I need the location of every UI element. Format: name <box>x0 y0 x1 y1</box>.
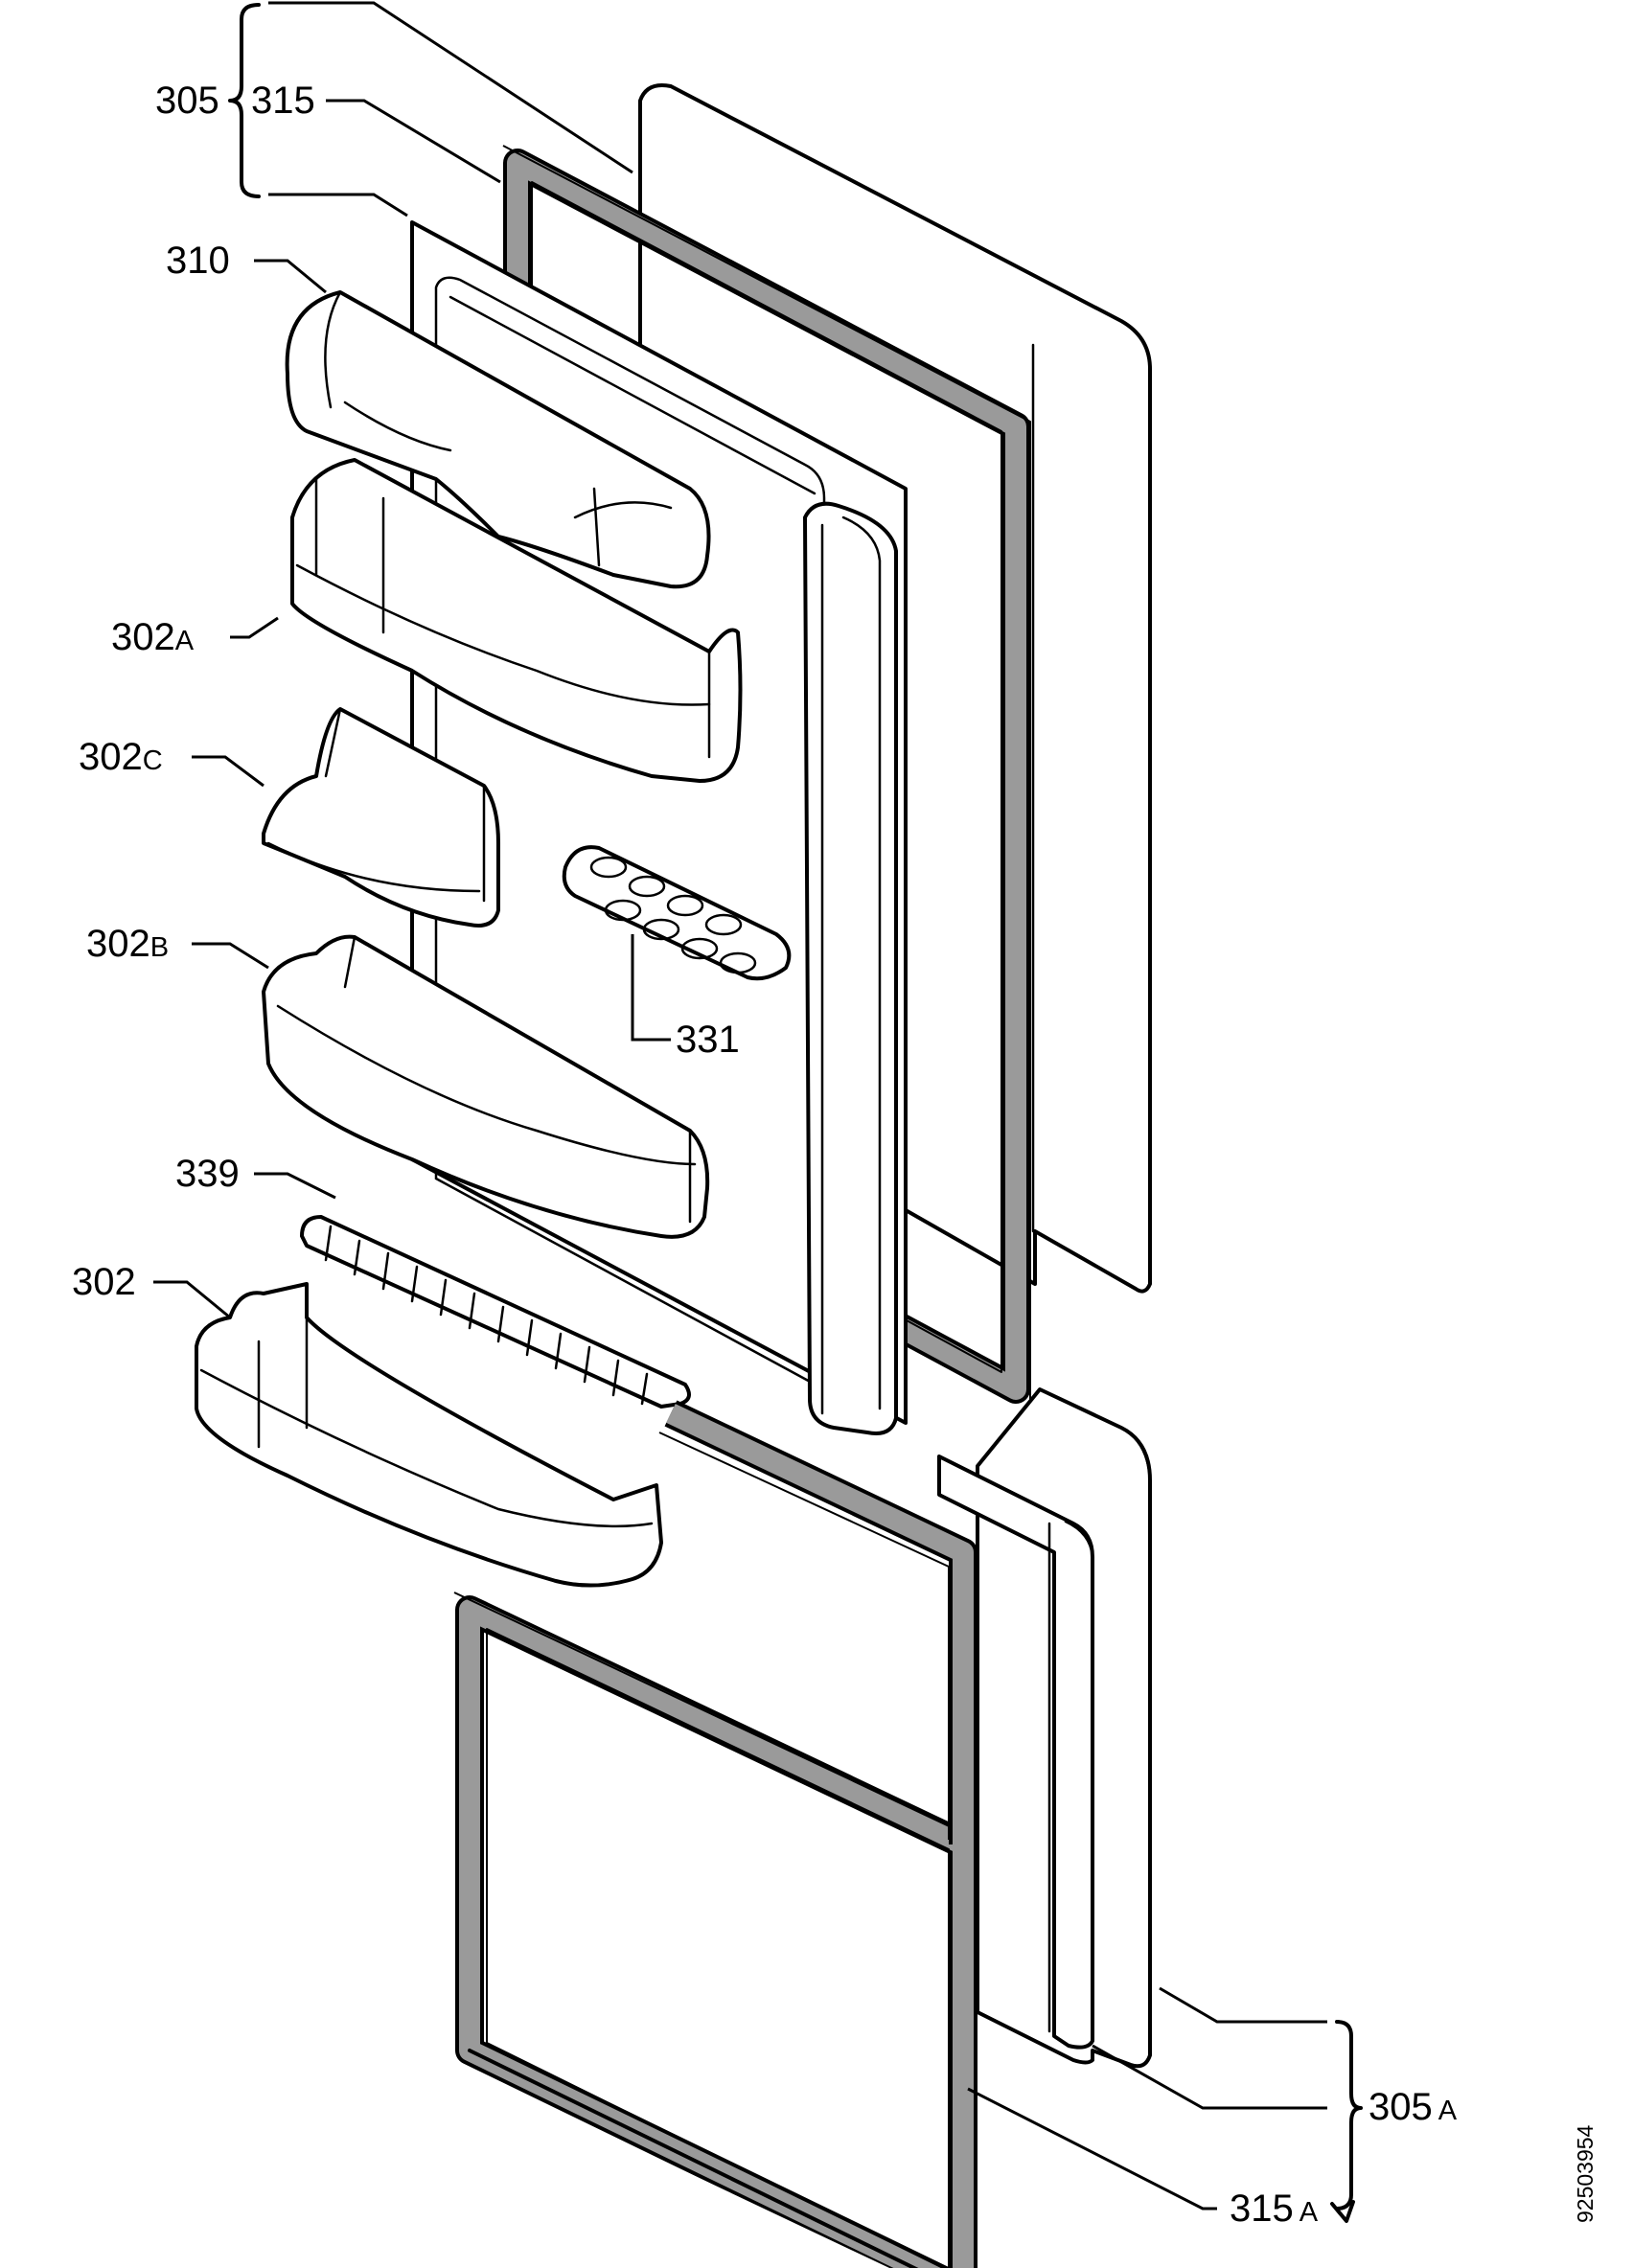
leader-lines <box>153 1 1363 2211</box>
label-302B: 302B <box>86 923 169 965</box>
label-302: 302 <box>72 1261 136 1303</box>
label-315: 315 <box>251 80 315 122</box>
lower-door-gasket <box>453 1400 978 2268</box>
label-305: 305 <box>155 80 219 122</box>
label-331: 331 <box>676 1019 740 1061</box>
label-302C: 302C <box>79 736 163 778</box>
door-shelf-302B <box>262 934 710 1239</box>
label-339: 339 <box>175 1153 240 1195</box>
egg-tray-331 <box>562 845 792 981</box>
door-shelf-302A <box>290 458 743 783</box>
top-dairy-compartment <box>285 290 711 589</box>
door-shelf-302C <box>262 707 500 928</box>
part-labels: 305 315 310 302A 302C 302B 331 339 302 3… <box>72 80 1458 2230</box>
document-number: 92503954 <box>1573 2124 1598 2223</box>
label-310: 310 <box>166 240 230 282</box>
door-shelf-302 <box>195 1282 663 1588</box>
lower-door-panel <box>937 1387 1152 2069</box>
label-302A: 302A <box>111 616 195 658</box>
